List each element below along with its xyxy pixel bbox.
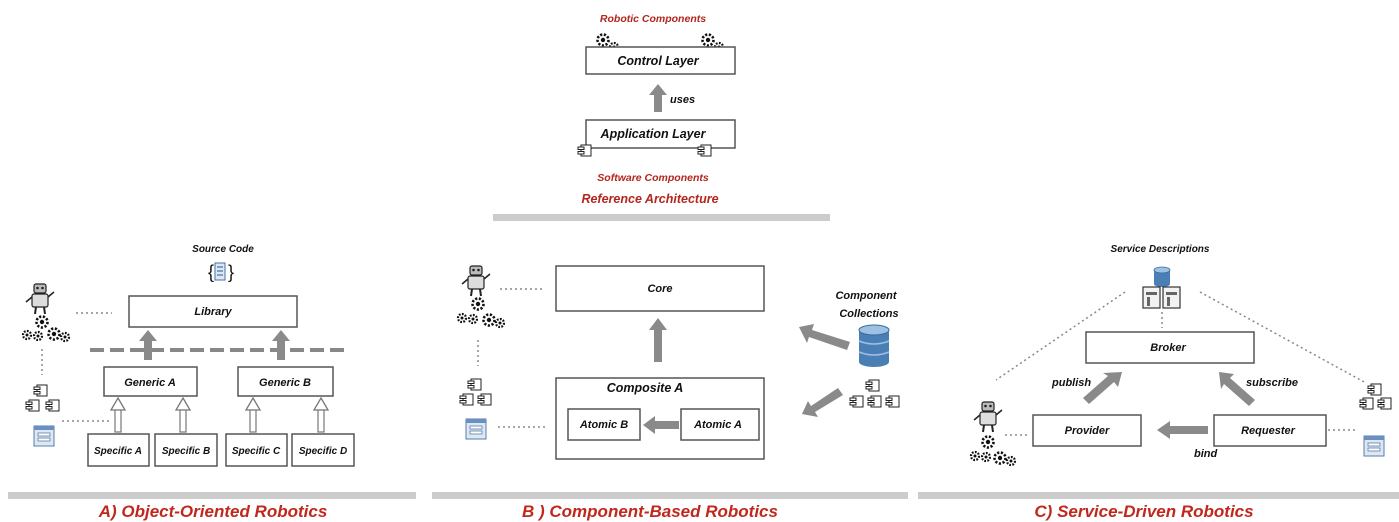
specific-c-label: Specific C bbox=[232, 446, 281, 457]
requester-box bbox=[1213, 414, 1327, 447]
library-box bbox=[128, 295, 298, 328]
software-components-label: Software Components bbox=[597, 172, 709, 184]
subscribe-label: subscribe bbox=[1246, 377, 1298, 389]
publish-label: publish bbox=[1051, 377, 1091, 389]
generic-b-label: Generic B bbox=[259, 377, 311, 389]
generic-a-label: Generic A bbox=[124, 377, 176, 389]
object-oriented-caption: A) Object-Oriented Robotics bbox=[98, 502, 328, 521]
provider-box bbox=[1032, 414, 1142, 447]
specific-b-label: Specific B bbox=[162, 446, 210, 457]
generic-b-box bbox=[237, 366, 334, 397]
specific-c-box bbox=[225, 433, 288, 467]
specific-b-box bbox=[154, 433, 218, 467]
database-icon bbox=[858, 324, 890, 367]
svg-text:{: { bbox=[208, 262, 214, 282]
service-driven-divider bbox=[918, 492, 1399, 499]
component-based-caption: B ) Component-Based Robotics bbox=[522, 502, 778, 521]
control-layer-box bbox=[585, 46, 736, 75]
svg-text:}: } bbox=[228, 262, 234, 282]
broker-box bbox=[1085, 331, 1255, 364]
robotic-components-label: Robotic Components bbox=[600, 13, 706, 25]
specific-d-label: Specific D bbox=[299, 446, 347, 457]
service-driven-panel: Service Descriptions Broker publish subs… bbox=[918, 244, 1399, 521]
service-driven-caption: C) Service-Driven Robotics bbox=[1034, 502, 1253, 521]
uses-arrow bbox=[649, 84, 667, 112]
robot-icon bbox=[461, 265, 491, 297]
broker-label: Broker bbox=[1150, 342, 1186, 354]
component-collections-label: Component bbox=[835, 290, 897, 302]
provider-label: Provider bbox=[1065, 425, 1110, 437]
specific-a-label: Specific A bbox=[94, 446, 142, 457]
component-icon bbox=[577, 144, 592, 157]
bind-label: bind bbox=[1194, 448, 1217, 460]
service-descriptions-icon bbox=[1142, 266, 1181, 309]
gears-icon bbox=[456, 297, 506, 329]
source-code-icon: { } bbox=[208, 262, 234, 282]
core-box bbox=[555, 265, 765, 312]
application-layer-box bbox=[585, 119, 736, 149]
object-oriented-divider bbox=[8, 492, 416, 499]
object-oriented-panel: Source Code { } Library Generic A Generi… bbox=[8, 244, 416, 521]
composite-a-label: Composite A bbox=[607, 381, 684, 395]
gears-icon bbox=[969, 435, 1017, 467]
robot-icon bbox=[973, 401, 1003, 433]
control-layer-label: Control Layer bbox=[617, 54, 699, 68]
specific-d-box bbox=[291, 433, 355, 467]
source-code-label: Source Code bbox=[192, 244, 254, 255]
requester-label: Requester bbox=[1241, 425, 1296, 437]
uses-label: uses bbox=[670, 94, 695, 106]
robot-icon bbox=[25, 283, 55, 315]
form-icon bbox=[1363, 435, 1385, 457]
form-icon bbox=[33, 425, 55, 447]
form-icon bbox=[465, 418, 487, 440]
gears-icon bbox=[21, 315, 71, 343]
component-based-panel: Core Composite A Atomic B Atomic A Compo… bbox=[432, 265, 908, 521]
atomic-b-box bbox=[567, 408, 641, 441]
component-based-divider bbox=[432, 492, 908, 499]
component-icons bbox=[1359, 383, 1392, 410]
library-label: Library bbox=[194, 306, 232, 318]
specific-a-box bbox=[87, 433, 150, 467]
generic-a-box bbox=[103, 366, 198, 397]
component-icons bbox=[459, 378, 492, 406]
reference-architecture: Robotic Components Control Layer uses Ap… bbox=[493, 13, 830, 221]
reference-architecture-title: Reference Architecture bbox=[581, 192, 718, 206]
atomic-a-box bbox=[680, 408, 760, 441]
atomic-b-label: Atomic B bbox=[579, 419, 628, 431]
reference-divider bbox=[493, 214, 830, 221]
core-label: Core bbox=[647, 283, 672, 295]
component-collections-label-line2: Collections bbox=[839, 308, 898, 320]
service-descriptions-label: Service Descriptions bbox=[1111, 244, 1210, 255]
component-icon bbox=[697, 144, 712, 157]
application-layer-label: Application Layer bbox=[600, 127, 707, 141]
atomic-a-label: Atomic A bbox=[693, 419, 742, 431]
component-icons bbox=[849, 379, 900, 408]
component-icons bbox=[25, 384, 60, 412]
